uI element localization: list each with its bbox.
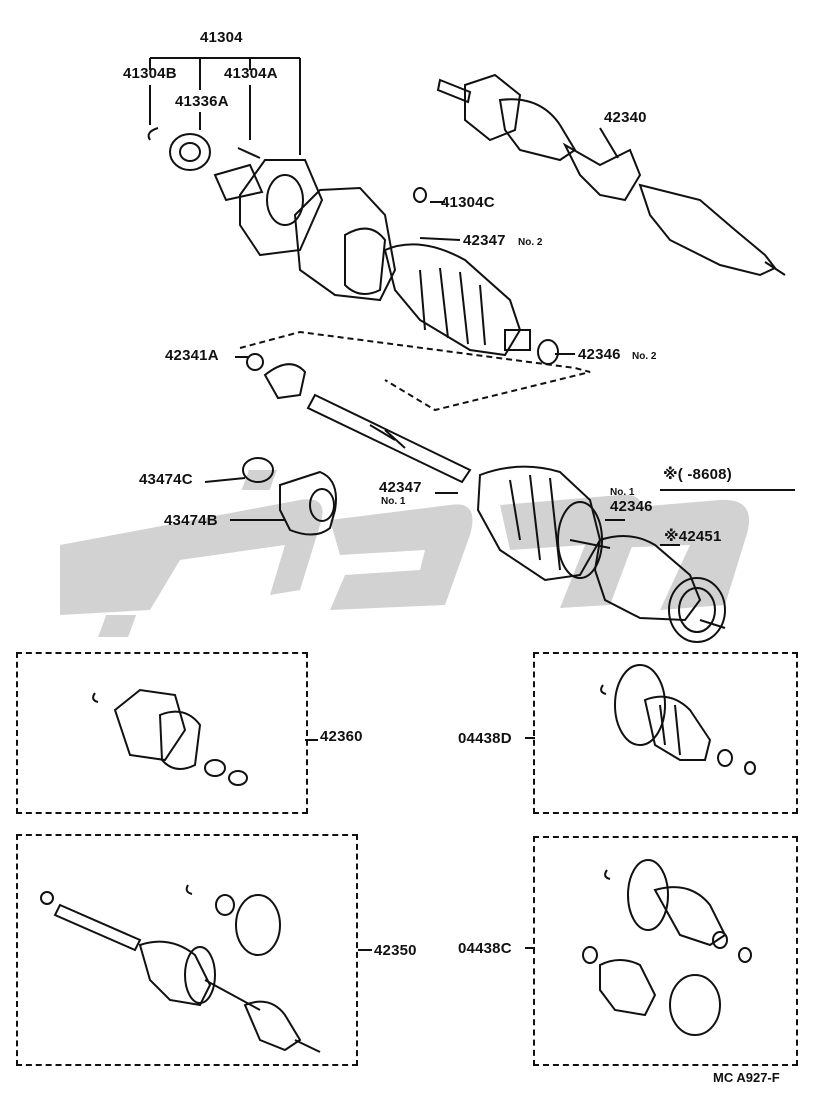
- label-42347-no2: 42347: [463, 232, 506, 249]
- drawing-lines: [40, 57, 795, 1053]
- label-42347-no2-sub: No. 2: [518, 237, 543, 248]
- label-42347-no1-sub: No. 1: [381, 496, 406, 507]
- label-41304a: 41304A: [224, 65, 278, 82]
- label-42341a: 42341A: [165, 347, 219, 364]
- label-42346-no1: 42346: [610, 498, 653, 515]
- label-43474b: 43474B: [164, 512, 218, 529]
- kit-box-04438d: [533, 652, 798, 814]
- label-41304b: 41304B: [123, 65, 177, 82]
- kit-box-04438c: [533, 836, 798, 1066]
- kit-box-42360: [16, 652, 308, 814]
- footer-code: MC A927-F: [713, 1070, 780, 1085]
- label-41336a: 41336A: [175, 93, 229, 110]
- kit-box-42350: [16, 834, 358, 1066]
- label-42347-no1: 42347: [379, 479, 422, 496]
- label-04438c: 04438C: [458, 940, 512, 957]
- label-42360: 42360: [320, 728, 363, 745]
- label-42451: ※42451: [664, 528, 722, 545]
- label-42350: 42350: [374, 942, 417, 959]
- label-note-8608: ※( -8608): [663, 466, 732, 483]
- label-41304: 41304: [200, 29, 243, 46]
- label-42346-no1-sub: No. 1: [610, 487, 635, 498]
- label-43474c: 43474C: [139, 471, 193, 488]
- label-42346-no2: 42346: [578, 346, 621, 363]
- label-42340: 42340: [604, 109, 647, 126]
- label-41304c: 41304C: [441, 194, 495, 211]
- label-42346-no2-sub: No. 2: [632, 351, 657, 362]
- label-04438d: 04438D: [458, 730, 512, 747]
